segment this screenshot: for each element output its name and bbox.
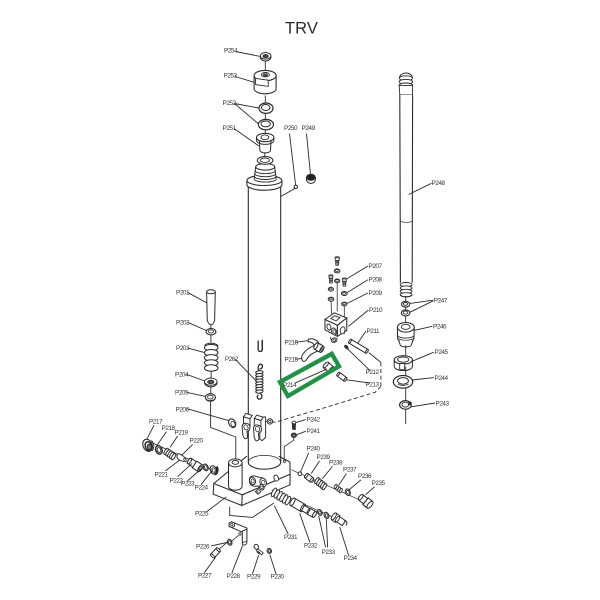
svg-text:P226: P226 bbox=[196, 544, 210, 551]
svg-text:P214: P214 bbox=[283, 382, 297, 389]
svg-text:P246: P246 bbox=[433, 324, 447, 331]
svg-text:P234: P234 bbox=[344, 555, 358, 562]
svg-text:P254: P254 bbox=[224, 48, 238, 55]
svg-text:P252: P252 bbox=[223, 100, 237, 107]
svg-text:P223: P223 bbox=[181, 481, 195, 488]
svg-text:P222: P222 bbox=[170, 477, 184, 484]
svg-text:P220: P220 bbox=[190, 438, 204, 445]
svg-text:P232: P232 bbox=[304, 543, 318, 550]
svg-text:P236: P236 bbox=[358, 473, 372, 480]
svg-text:P202: P202 bbox=[176, 319, 190, 326]
svg-text:P201: P201 bbox=[176, 289, 190, 296]
svg-text:P230: P230 bbox=[271, 574, 285, 581]
svg-text:P239: P239 bbox=[317, 454, 331, 461]
svg-text:P241: P241 bbox=[307, 428, 321, 435]
svg-text:P233: P233 bbox=[322, 549, 336, 556]
svg-text:P215: P215 bbox=[285, 357, 299, 364]
svg-text:P248: P248 bbox=[432, 180, 446, 187]
svg-text:P249: P249 bbox=[302, 125, 316, 132]
svg-text:P229: P229 bbox=[247, 574, 261, 581]
svg-text:P251: P251 bbox=[223, 125, 237, 132]
svg-text:P237: P237 bbox=[343, 467, 357, 474]
svg-text:P211: P211 bbox=[367, 328, 381, 335]
svg-text:P225: P225 bbox=[195, 511, 209, 518]
svg-text:P245: P245 bbox=[435, 349, 449, 356]
svg-text:P216: P216 bbox=[285, 340, 299, 347]
svg-text:P224: P224 bbox=[195, 484, 209, 491]
svg-text:P210: P210 bbox=[369, 307, 383, 314]
svg-text:P242: P242 bbox=[307, 417, 321, 424]
svg-text:P221: P221 bbox=[155, 472, 169, 479]
svg-text:P209: P209 bbox=[369, 290, 383, 297]
svg-text:P208: P208 bbox=[369, 277, 383, 284]
svg-text:P240: P240 bbox=[307, 446, 321, 453]
svg-text:P207: P207 bbox=[369, 263, 383, 270]
svg-text:P262: P262 bbox=[225, 356, 239, 363]
svg-text:P238: P238 bbox=[329, 460, 343, 467]
svg-text:TRV: TRV bbox=[285, 20, 318, 38]
svg-text:P253: P253 bbox=[224, 73, 238, 80]
svg-text:P228: P228 bbox=[227, 573, 241, 580]
svg-text:P213: P213 bbox=[366, 381, 380, 388]
svg-text:P203: P203 bbox=[176, 345, 190, 352]
svg-text:P206: P206 bbox=[176, 406, 190, 413]
svg-text:P250: P250 bbox=[284, 125, 298, 132]
svg-text:P205: P205 bbox=[175, 389, 189, 396]
svg-text:P244: P244 bbox=[435, 375, 449, 382]
svg-text:P247: P247 bbox=[434, 298, 448, 305]
svg-text:P204: P204 bbox=[175, 371, 189, 378]
svg-text:P217: P217 bbox=[149, 418, 163, 425]
svg-text:P243: P243 bbox=[436, 400, 450, 407]
svg-text:P219: P219 bbox=[175, 429, 189, 436]
svg-text:P235: P235 bbox=[372, 480, 386, 487]
svg-text:P227: P227 bbox=[198, 573, 212, 580]
svg-text:P212: P212 bbox=[366, 369, 380, 376]
svg-text:P231: P231 bbox=[284, 534, 298, 541]
svg-text:P218: P218 bbox=[162, 425, 176, 432]
